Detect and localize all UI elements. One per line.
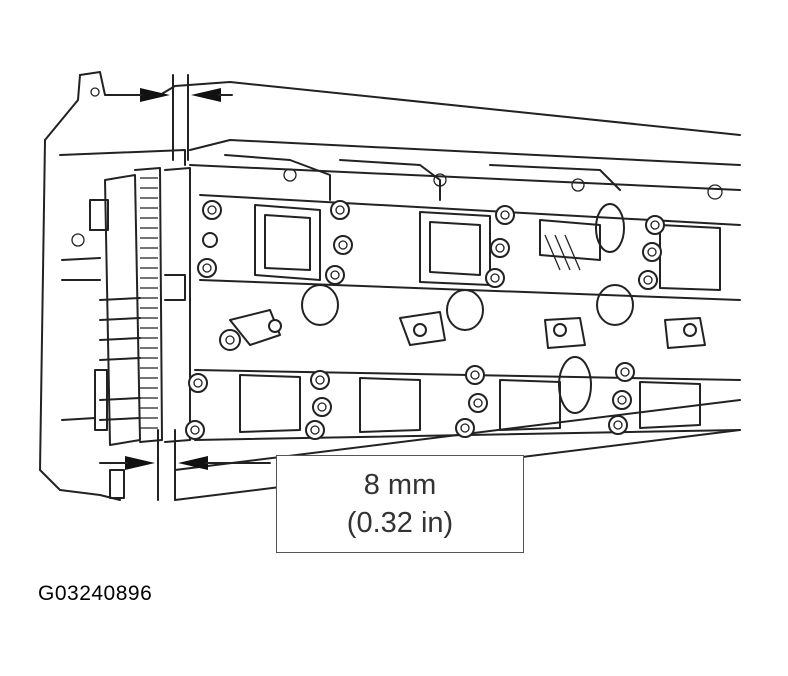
- figure-id: G03240896: [38, 582, 153, 605]
- measurement-mm: 8 mm: [363, 469, 437, 501]
- measurement-callout: 8 mm (0.32 in): [276, 455, 524, 553]
- camshaft-sprocket: [61, 167, 163, 446]
- front-plate: [164, 167, 191, 443]
- measurement-in: (0.32 in): [346, 507, 454, 539]
- camshaft-lower: [194, 284, 741, 441]
- cap-bolts: [185, 200, 697, 440]
- lower-left-detail: [61, 369, 125, 499]
